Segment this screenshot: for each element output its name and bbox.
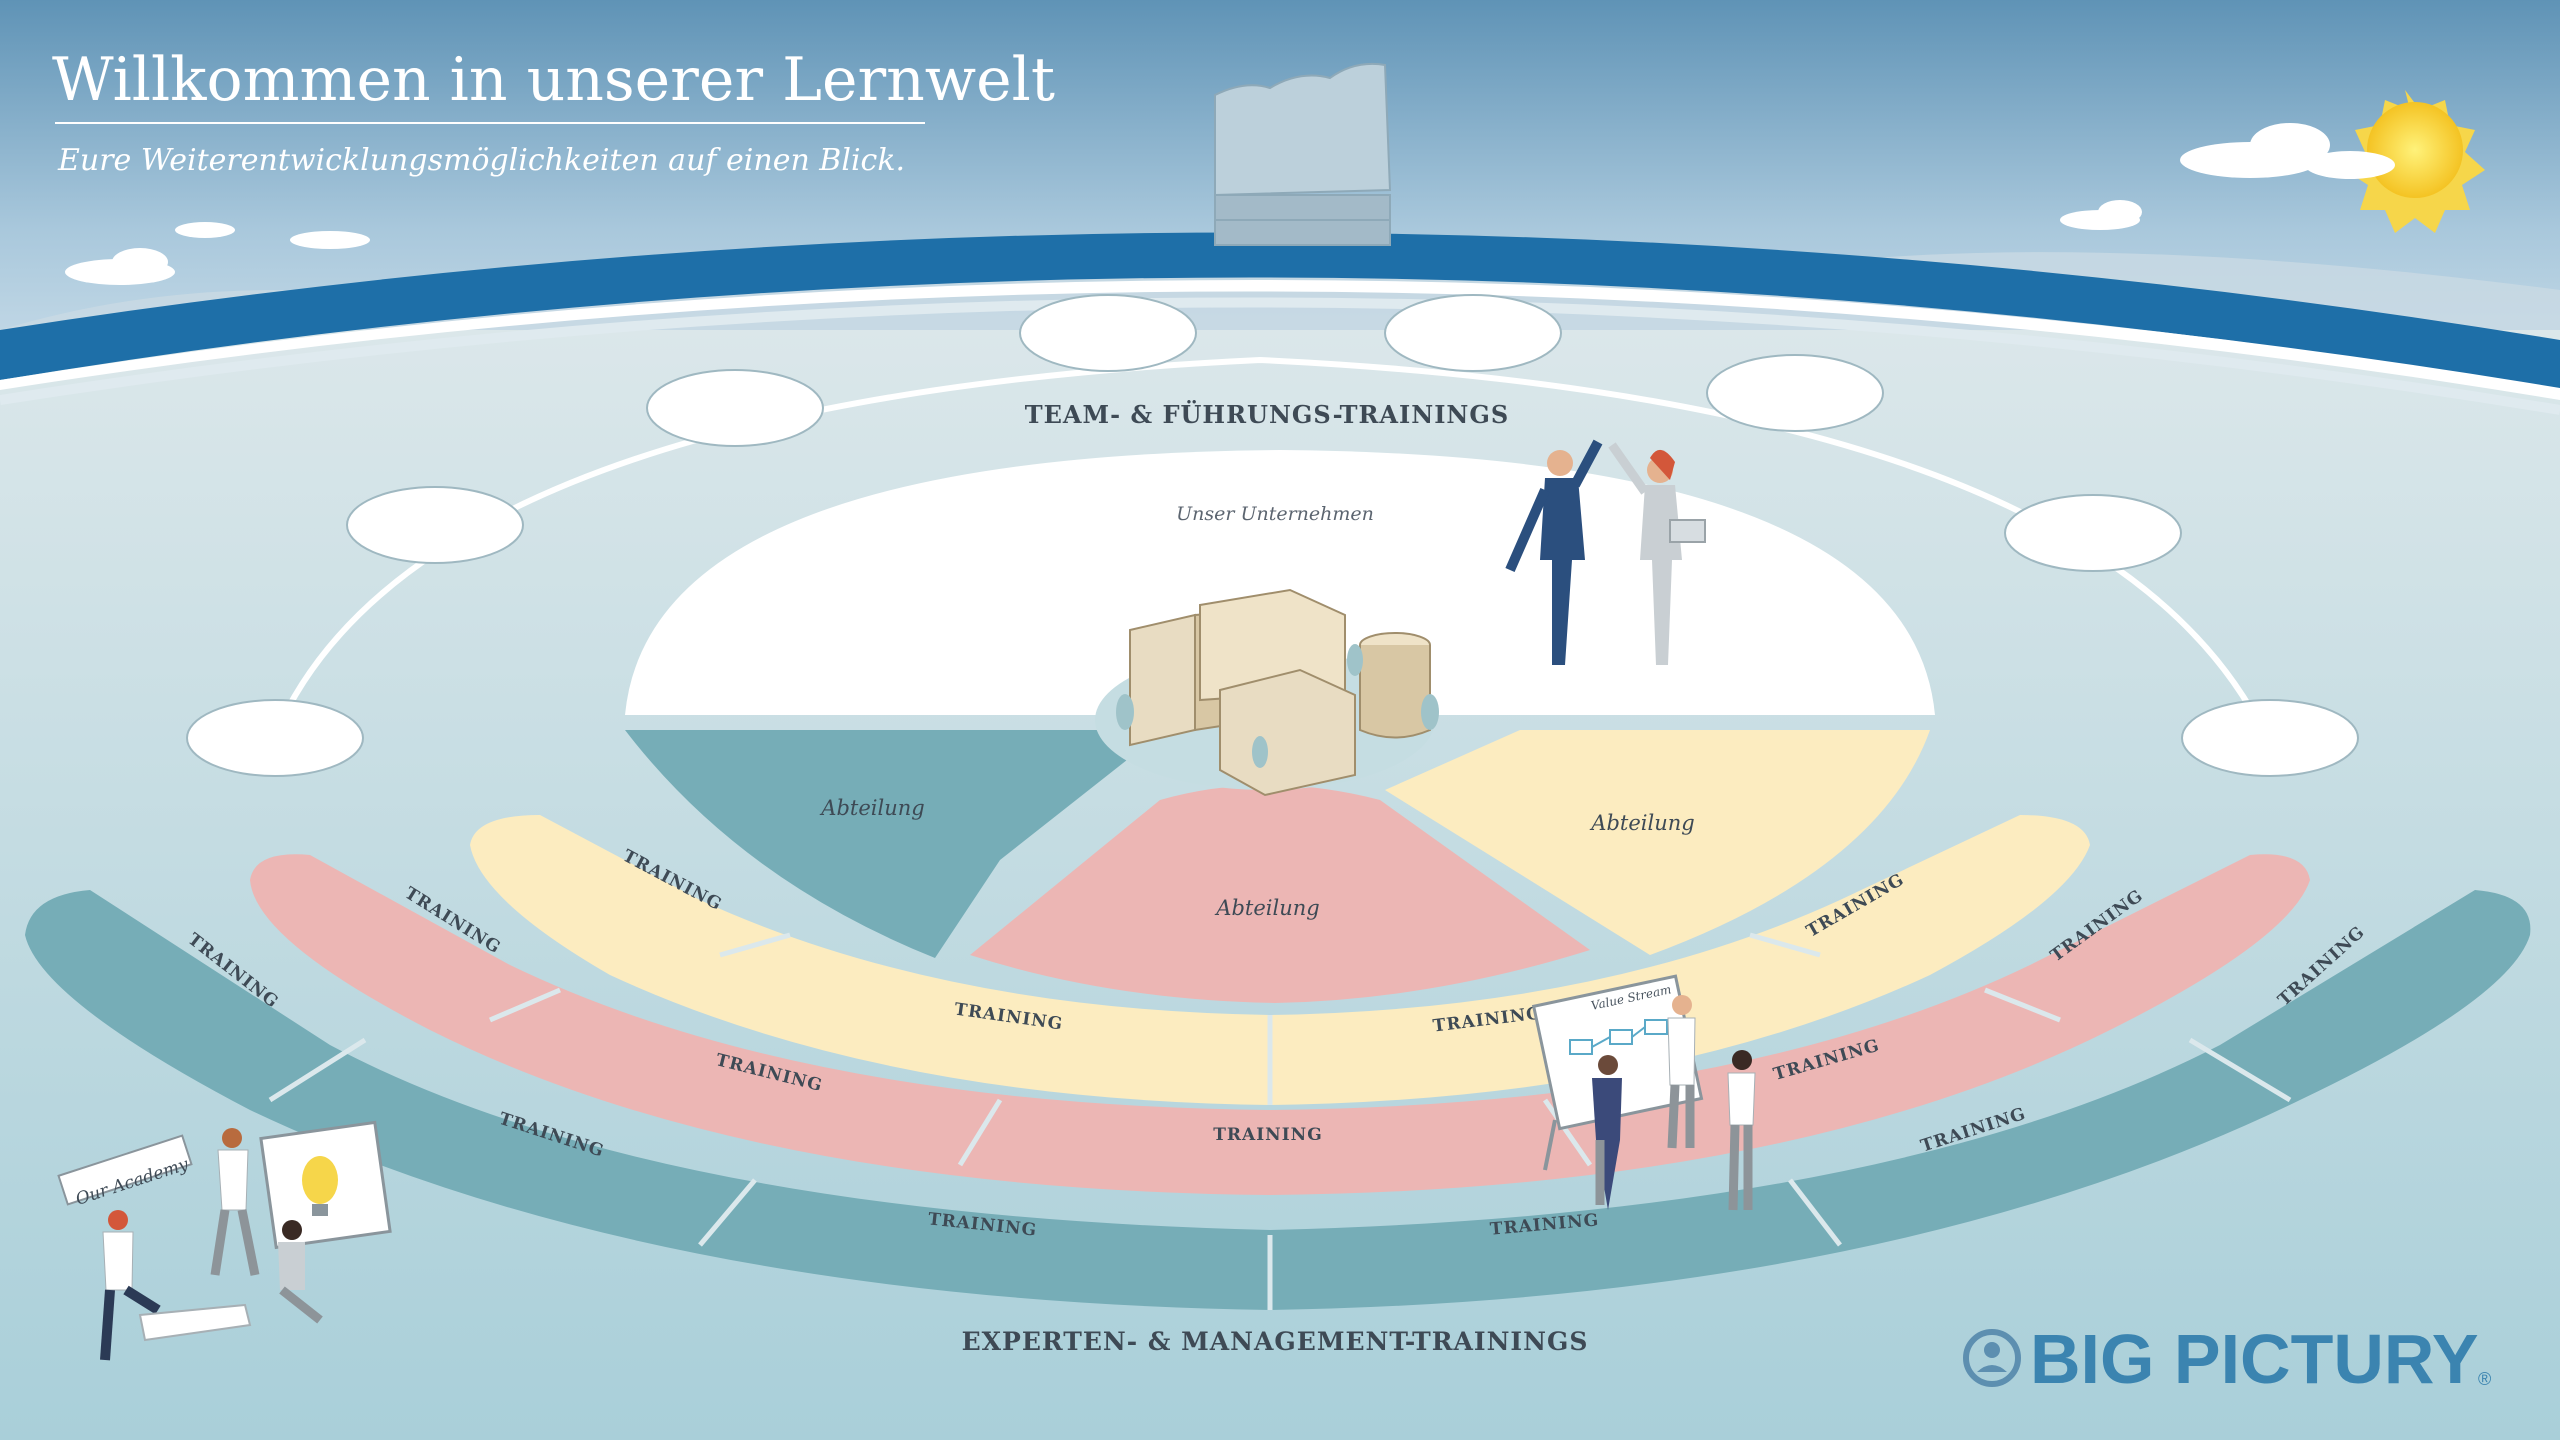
- cloud-icon: [65, 123, 2395, 285]
- empty-node[interactable]: [2181, 699, 2359, 777]
- band-middle-pink: [250, 854, 2310, 1195]
- brand-logo: BIG PICTURY ®: [1963, 1320, 2491, 1398]
- people-high-five-illustration: [1505, 439, 1706, 665]
- empty-node[interactable]: [646, 369, 824, 447]
- horizon-rim: [0, 232, 2560, 390]
- empty-node[interactable]: [1706, 354, 1884, 432]
- ring-label-top: TEAM- & FÜHRUNGS-TRAININGS: [1025, 400, 1509, 429]
- page-title: Willkommen in unserer Lernwelt: [52, 45, 1055, 115]
- sun-icon: [2345, 90, 2485, 233]
- department-label: Abteilung: [819, 796, 924, 820]
- department-teal[interactable]: [625, 730, 1165, 958]
- office-buildings-icon: [1116, 588, 1439, 797]
- empty-node[interactable]: [1019, 294, 1197, 372]
- department-cream[interactable]: [1385, 730, 1930, 955]
- empty-node-group: [186, 294, 2359, 777]
- academy-illustration: Our Academy: [57, 1120, 392, 1361]
- empty-node[interactable]: [186, 699, 364, 777]
- empty-node[interactable]: [346, 486, 524, 564]
- department-label: Abteilung: [1214, 896, 1319, 920]
- ring-label-bottom: EXPERTEN- & MANAGEMENT-TRAININGS: [962, 1327, 1589, 1356]
- empty-node[interactable]: [1384, 294, 1562, 372]
- page-subtitle: Eure Weiterentwicklungsmöglichkeiten auf…: [57, 143, 905, 178]
- company-label: Unser Unternehmen: [1176, 503, 1374, 525]
- department-label: Abteilung: [1589, 811, 1694, 835]
- brand-registered: ®: [2478, 1369, 2491, 1389]
- brand-name: BIG PICTURY: [2030, 1320, 2479, 1398]
- company-area[interactable]: [625, 450, 1935, 715]
- brand-logo-icon: [1963, 1329, 2021, 1387]
- landmark-building: [1214, 62, 1392, 246]
- band-outer-teal: [25, 890, 2531, 1310]
- training-label: TRAINING: [1213, 1125, 1322, 1145]
- segment-dividers: [268, 932, 2292, 1310]
- empty-node[interactable]: [2004, 494, 2182, 572]
- department-pink[interactable]: [970, 785, 1590, 1003]
